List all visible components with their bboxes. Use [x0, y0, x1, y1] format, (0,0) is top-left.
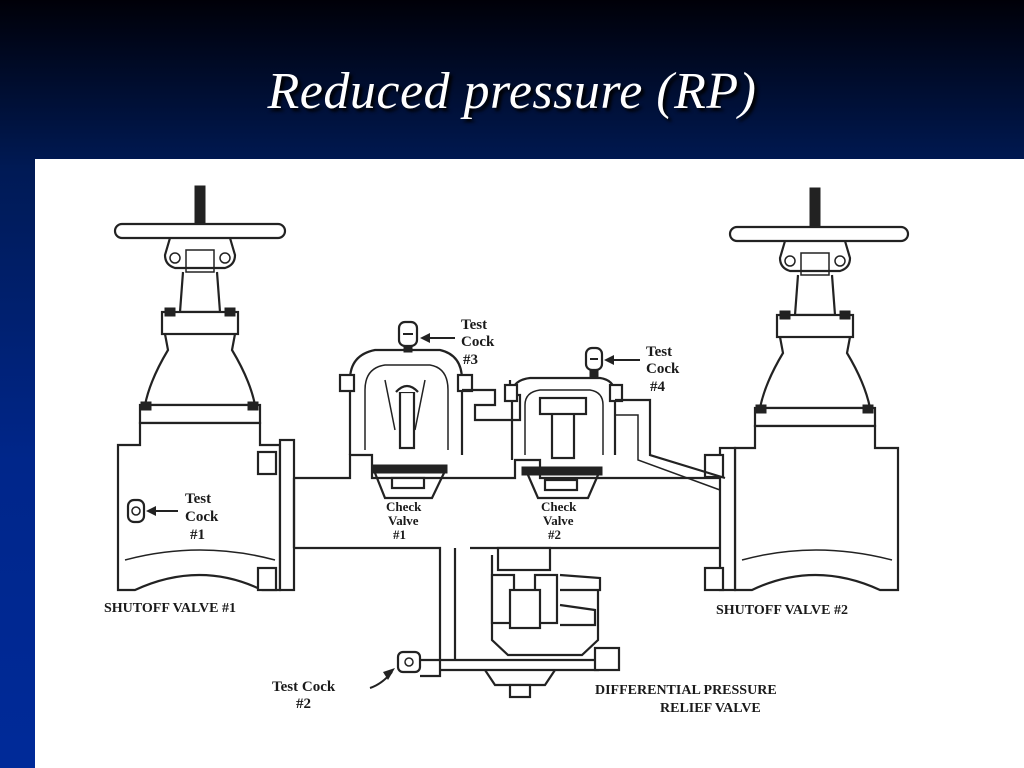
test-cock-1 — [126, 498, 178, 524]
test-cock-2-line-1: Test Cock — [272, 679, 336, 695]
rp-assembly-body — [292, 348, 726, 699]
check-valve-2-line-1: Check — [541, 499, 577, 514]
test-cock-1-line-2: Cock — [185, 509, 219, 525]
relief-valve-line-1: DIFFERENTIAL PRESSURE — [595, 683, 777, 698]
shutoff-valve-1-label: SHUTOFF VALVE #1 — [104, 601, 236, 616]
valve-2-handwheel — [728, 225, 910, 243]
check-valve-1-line-3: #1 — [393, 527, 406, 542]
check-valve-2-line-3: #2 — [548, 527, 561, 542]
check-valve-1-line-1: Check — [386, 499, 422, 514]
relief-valve-line-2: RELIEF VALVE — [660, 701, 761, 716]
test-cock-3-line-1: Test — [461, 317, 487, 333]
test-cock-4-line-1: Test — [646, 344, 672, 360]
slide-title: Reduced pressure (RP) — [267, 63, 757, 120]
test-cock-4-line-2: Cock — [646, 361, 680, 377]
test-cock-4 — [584, 346, 640, 379]
test-cock-1-line-1: Test — [185, 491, 211, 507]
test-cock-1-icon — [126, 498, 146, 524]
shutoff-valve-1 — [113, 185, 296, 592]
valve-1-handwheel — [113, 222, 287, 240]
test-cock-4-line-3: #4 — [650, 379, 666, 395]
test-cock-3-line-2: Cock — [461, 334, 495, 350]
test-cock-3 — [397, 320, 455, 353]
check-valve-2-line-2: Valve — [543, 513, 574, 528]
valve-2-stem — [809, 187, 821, 229]
check-valve-1-line-2: Valve — [388, 513, 419, 528]
shutoff-valve-2-label: SHUTOFF VALVE #2 — [716, 603, 848, 618]
shutoff-valve-2 — [703, 187, 910, 592]
test-cock-2-line-2: #2 — [296, 696, 311, 712]
test-cock-1-line-3: #1 — [190, 527, 205, 543]
test-cock-2 — [369, 650, 422, 689]
valve-1-stem — [194, 185, 206, 227]
test-cock-3-line-3: #3 — [463, 352, 478, 368]
test-cock-2-icon — [396, 650, 422, 674]
